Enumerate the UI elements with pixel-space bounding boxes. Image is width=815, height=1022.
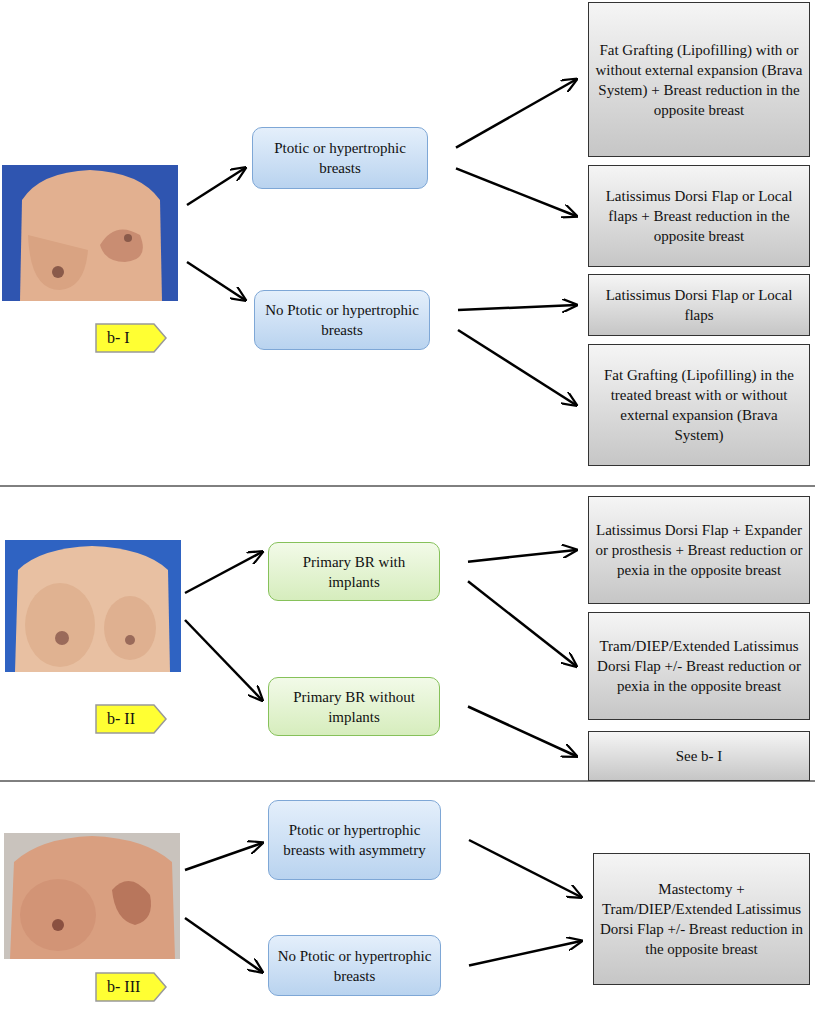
node-text: Fat Grafting (Lipofilling) in the treate… xyxy=(595,365,803,445)
patient-photo xyxy=(4,833,180,959)
category-box: Primary BR with implants xyxy=(268,542,440,601)
flow-arrow xyxy=(456,168,576,216)
treatment-box: Fat Grafting (Lipofilling) in the treate… xyxy=(588,344,810,466)
node-text: Latissimus Dorsi Flap or Local flaps + B… xyxy=(595,186,803,246)
photo-arrow xyxy=(187,168,245,205)
node-text: Latissimus Dorsi Flap or Local flaps xyxy=(595,285,803,325)
node-text: No Ptotic or hypertrophic breasts xyxy=(263,300,421,340)
treatment-box: See b- I xyxy=(588,731,810,781)
node-text: Fat Grafting (Lipofilling) with or witho… xyxy=(595,40,803,120)
flow-arrow xyxy=(469,941,581,966)
treatment-box: Latissimus Dorsi Flap or Local flaps + B… xyxy=(588,165,810,267)
category-box: Primary BR without implants xyxy=(268,677,440,736)
node-text: No Ptotic or hypertrophic breasts xyxy=(277,946,432,986)
category-box: No Ptotic or hypertrophic breasts xyxy=(268,935,441,996)
flow-arrow xyxy=(456,80,576,148)
photo-arrow xyxy=(185,620,262,700)
node-text: Ptotic or hypertrophic breasts xyxy=(261,138,419,178)
section-divider xyxy=(0,486,815,487)
node-text: Primary BR without implants xyxy=(277,687,431,727)
flow-arrow xyxy=(469,840,581,897)
node-text: b- III xyxy=(107,977,140,997)
case-tag: b- III xyxy=(95,972,167,1002)
flow-arrow xyxy=(468,581,576,666)
flow-arrow xyxy=(458,330,576,405)
node-text: Mastectomy + Tram/DIEP/Extended Latissim… xyxy=(600,879,803,959)
flow-arrow xyxy=(468,707,576,757)
photo-arrow xyxy=(185,552,262,593)
treatment-box: Fat Grafting (Lipofilling) with or witho… xyxy=(588,2,810,157)
photo-arrow xyxy=(185,843,262,870)
category-box: No Ptotic or hypertrophic breasts xyxy=(254,290,430,350)
node-text: See b- I xyxy=(676,746,723,766)
treatment-box: Mastectomy + Tram/DIEP/Extended Latissim… xyxy=(593,853,810,985)
case-tag: b- II xyxy=(95,704,167,734)
category-box: Ptotic or hypertrophic breasts with asym… xyxy=(268,800,441,880)
treatment-box: Latissimus Dorsi Flap + Expander or pros… xyxy=(588,496,810,604)
category-box: Ptotic or hypertrophic breasts xyxy=(252,127,428,189)
photo-arrow xyxy=(185,918,262,972)
tag-shape xyxy=(95,323,167,353)
node-text: b- I xyxy=(107,328,130,348)
flow-arrow xyxy=(468,550,576,562)
case-tag: b- I xyxy=(95,323,167,353)
flow-arrow xyxy=(458,305,576,310)
node-text: b- II xyxy=(107,709,135,729)
node-text: Tram/DIEP/Extended Latissimus Dorsi Flap… xyxy=(595,636,803,696)
patient-photo xyxy=(5,540,181,672)
patient-photo xyxy=(2,165,178,301)
node-text: Primary BR with implants xyxy=(277,552,431,592)
node-text: Latissimus Dorsi Flap + Expander or pros… xyxy=(595,520,803,580)
photo-arrow xyxy=(187,262,245,300)
treatment-box: Latissimus Dorsi Flap or Local flaps xyxy=(588,274,810,336)
node-text: Ptotic or hypertrophic breasts with asym… xyxy=(277,820,432,860)
treatment-box: Tram/DIEP/Extended Latissimus Dorsi Flap… xyxy=(588,612,810,720)
